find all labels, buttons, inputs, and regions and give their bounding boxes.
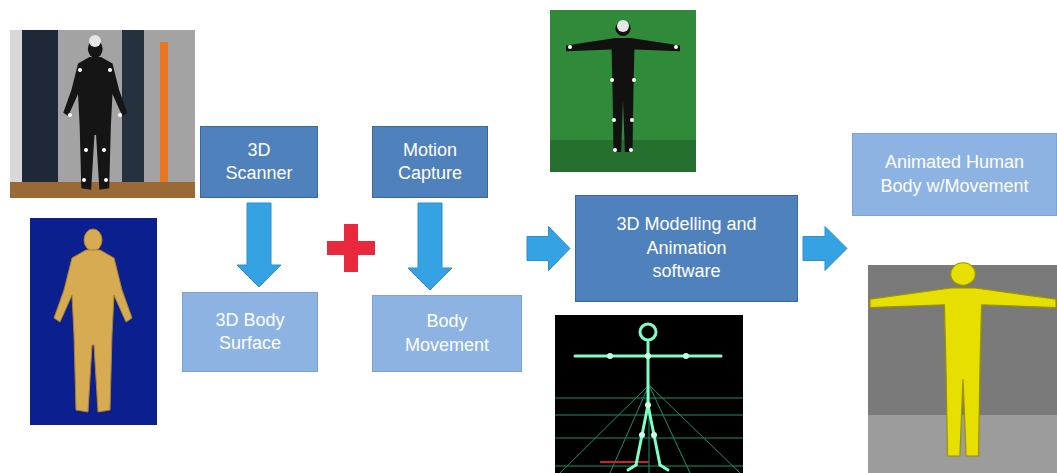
mocap-photo-part [613, 148, 617, 152]
body-surface-render-part [54, 229, 132, 412]
skeleton-wireframe-part [555, 315, 743, 473]
skeleton-wireframe-part-part [607, 353, 613, 359]
process-box: Body Movement [372, 295, 522, 372]
skeleton-wireframe [555, 315, 743, 473]
plus-sign [327, 224, 375, 272]
mocap-photo-part [550, 140, 696, 172]
scanner-photo-part [63, 40, 127, 190]
mocap-photo-part [630, 118, 634, 122]
skeleton-wireframe-part [575, 324, 721, 470]
skeleton-wireframe-part-part [649, 385, 740, 473]
process-box: 3D Modelling and Animation software [575, 195, 798, 302]
block-arrow [803, 227, 847, 271]
process-box: 3D Scanner [200, 126, 318, 198]
scanner-photo-part [22, 30, 58, 198]
scanner-photo-part [68, 113, 72, 117]
mocap-photo-part [617, 20, 629, 32]
animated-body-render [868, 263, 1057, 473]
skeleton-wireframe-part-part [647, 342, 650, 405]
mocap-photo-part [632, 78, 636, 82]
skeleton-wireframe-part-part [628, 465, 636, 470]
mocap-photo-part [674, 45, 678, 49]
box-label: 3D Scanner [221, 139, 297, 186]
scanner-photo-part [89, 35, 101, 47]
mocap-photo-part [550, 10, 696, 172]
mocap-photo-part [566, 21, 680, 152]
mocap-photo-part [629, 148, 633, 152]
animated-body-render-part [870, 263, 1056, 456]
mocap-photo [550, 10, 696, 172]
skeleton-wireframe-part-part [651, 432, 657, 438]
process-box: Motion Capture [372, 126, 488, 198]
box-label: 3D Body Surface [209, 309, 291, 356]
scanner-photo-part [82, 178, 86, 182]
plus-sign-part [344, 224, 358, 272]
scanner-photo-part [10, 30, 22, 198]
scanner-photo-part [84, 148, 88, 152]
skeleton-wireframe-part-part [683, 353, 689, 359]
mocap-photo-part [612, 118, 616, 122]
scanner-photo-part [118, 113, 122, 117]
box-label: Animated Human Body w/Movement [865, 151, 1044, 198]
skeleton-wireframe-part-part [640, 324, 656, 340]
skeleton-wireframe-part-part [648, 405, 660, 465]
animated-body-render-part [868, 415, 1057, 473]
box-label: Motion Capture [387, 139, 473, 186]
skeleton-wireframe-part-part [610, 385, 649, 473]
skeleton-wireframe-part-part [660, 465, 668, 470]
skeleton-wireframe-part [600, 461, 649, 463]
block-arrow [527, 227, 570, 271]
skeleton-wireframe-part [607, 353, 689, 438]
scanner-photo-part [78, 68, 82, 72]
skeleton-wireframe-part-part [645, 353, 651, 359]
scanner-photo-part [108, 68, 112, 72]
skeleton-wireframe-part-part [649, 385, 690, 473]
skeleton-wireframe-part-part [636, 405, 648, 465]
mocap-photo-part [610, 78, 614, 82]
box-label: Body Movement [397, 310, 497, 357]
scanner-photo-part [160, 42, 168, 182]
scanner-photo-part [104, 178, 108, 182]
scanner-photo [10, 30, 195, 198]
box-label: 3D Modelling and Animation software [616, 213, 757, 283]
scanner-photo-part [10, 30, 195, 198]
block-arrow [408, 203, 452, 290]
body-surface-render-part [30, 218, 157, 425]
mocap-photo-part [568, 45, 572, 49]
block-arrow [237, 203, 281, 287]
body-surface-render [30, 218, 157, 425]
process-box: 3D Body Surface [182, 292, 318, 372]
skeleton-wireframe-part-part [645, 402, 651, 408]
skeleton-wireframe-part-part [639, 432, 645, 438]
scanner-photo-part [102, 148, 106, 152]
process-box: Animated Human Body w/Movement [852, 133, 1057, 216]
skeleton-wireframe-part-part [560, 385, 649, 473]
